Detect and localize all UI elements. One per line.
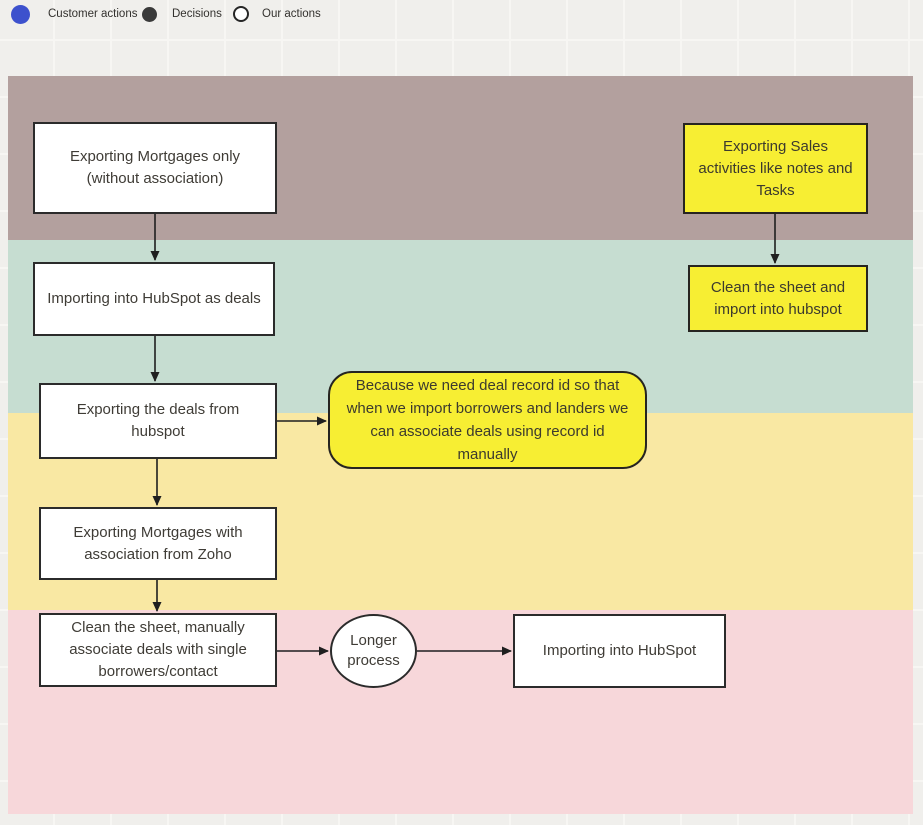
legend-label: Our actions bbox=[262, 8, 321, 20]
node-clean-sheet-import-hubspot[interactable]: Clean the sheet and import into hubspot bbox=[688, 265, 868, 332]
legend-item-decisions[interactable]: Decisions bbox=[142, 0, 222, 28]
node-label: Clean the sheet and import into hubspot bbox=[710, 278, 846, 318]
node-label: Exporting the deals from hubspot bbox=[76, 401, 240, 440]
node-exporting-mortgages-only[interactable]: Exporting Mortgages only (without associ… bbox=[33, 122, 277, 214]
legend-item-customer-actions[interactable]: Customer actions bbox=[11, 0, 137, 28]
note-label: Because we need deal record id so that w… bbox=[346, 377, 629, 463]
node-label: Exporting Mortgages only (without associ… bbox=[69, 148, 241, 187]
legend-label: Decisions bbox=[172, 8, 222, 20]
node-label: Longer process bbox=[347, 632, 400, 669]
note-deal-record-id[interactable]: Because we need deal record id so that w… bbox=[328, 371, 647, 469]
decisions-circle-icon bbox=[142, 6, 157, 22]
node-exporting-mortgages-with-association[interactable]: Exporting Mortgages with association fro… bbox=[39, 507, 277, 580]
legend-label: Customer actions bbox=[48, 8, 138, 20]
legend-item-our-actions[interactable]: Our actions bbox=[233, 0, 321, 28]
node-label: Importing into HubSpot bbox=[542, 642, 697, 659]
node-exporting-deals-from-hubspot[interactable]: Exporting the deals from hubspot bbox=[39, 383, 277, 459]
customer-actions-circle-icon bbox=[11, 4, 30, 24]
node-label: Exporting Mortgages with association fro… bbox=[73, 523, 243, 563]
node-longer-process[interactable]: Longer process bbox=[330, 614, 417, 688]
node-importing-into-hubspot[interactable]: Importing into HubSpot bbox=[513, 614, 726, 688]
our-actions-circle-icon bbox=[233, 6, 249, 22]
node-exporting-sales-activities[interactable]: Exporting Sales activities like notes an… bbox=[683, 123, 868, 214]
node-label: Importing into HubSpot as deals bbox=[47, 290, 261, 307]
node-label: Clean the sheet, manually associate deal… bbox=[69, 619, 247, 680]
node-clean-sheet-associate-deals[interactable]: Clean the sheet, manually associate deal… bbox=[39, 613, 277, 687]
legend: Customer actions Decisions Our actions bbox=[0, 0, 923, 28]
node-importing-into-hubspot-as-deals[interactable]: Importing into HubSpot as deals bbox=[33, 262, 275, 336]
node-label: Exporting Sales activities like notes an… bbox=[698, 137, 853, 199]
